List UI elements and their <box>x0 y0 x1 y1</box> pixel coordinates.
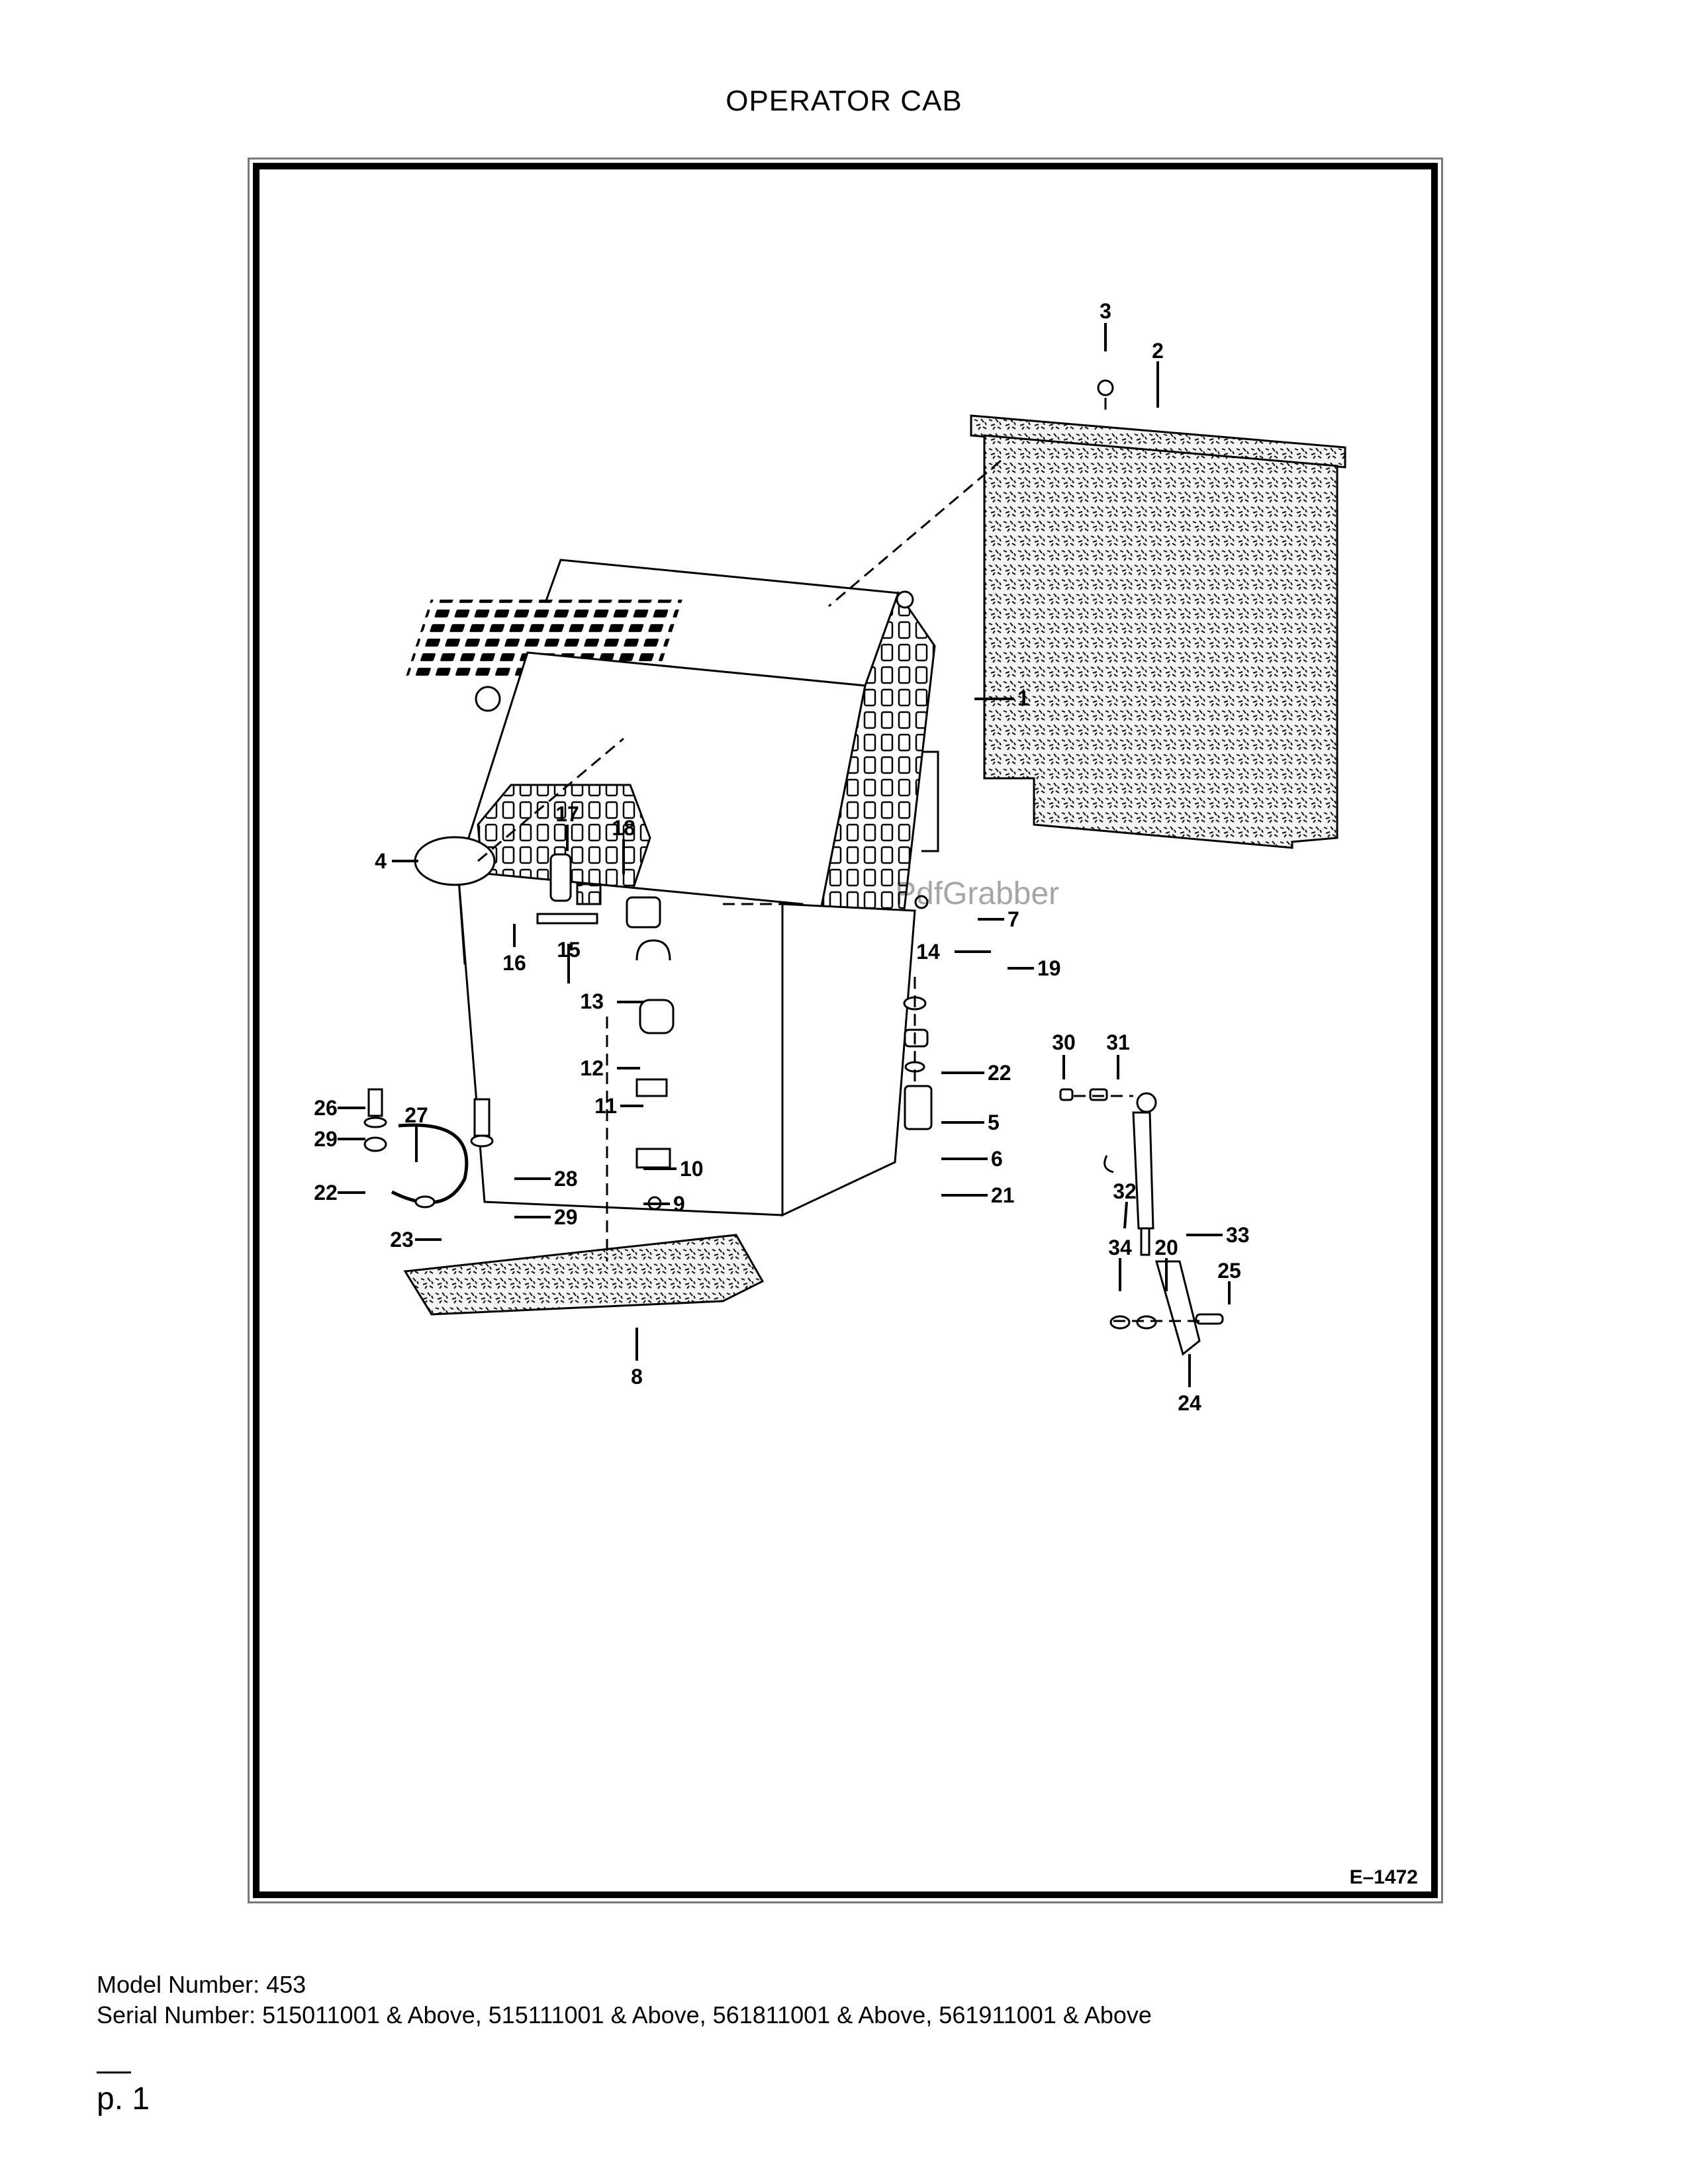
callout-7: 7 <box>1008 907 1019 931</box>
callout-28: 27 <box>404 1103 428 1127</box>
callout-8: 8 <box>631 1365 643 1388</box>
callout-26: 26 <box>314 1096 338 1120</box>
callout-18: 18 <box>612 816 635 840</box>
callout-17: 17 <box>555 802 579 826</box>
callout-23-lower: 23 <box>390 1228 414 1251</box>
callout-33: 33 <box>1226 1223 1250 1247</box>
callout-29-right: 29 <box>554 1205 578 1229</box>
page-number: p. 1 <box>97 2081 150 2116</box>
callout-6: 6 <box>991 1147 1003 1171</box>
leader-lines <box>338 323 1231 1387</box>
rear-panel <box>970 414 1346 849</box>
callout-12: 12 <box>580 1056 604 1080</box>
callout-23-upper: 22 <box>314 1181 338 1205</box>
callout-16: 16 <box>502 951 526 975</box>
callout-21: 21 <box>991 1183 1015 1207</box>
callout-24: 24 <box>1178 1391 1201 1415</box>
model-number: Model Number: 453 <box>97 1971 306 1998</box>
callout-3: 3 <box>1100 299 1111 323</box>
watermark: PdfGrabber <box>895 876 1059 911</box>
ground-cable-assembly <box>363 1088 494 1208</box>
callout-14: 14 <box>916 940 940 964</box>
exploded-parts-diagram: PdfGrabber <box>314 299 1346 1415</box>
callout-25: 25 <box>1217 1259 1241 1283</box>
callout-30: 30 <box>1052 1030 1076 1054</box>
figure-id: E–1472 <box>1349 1866 1418 1888</box>
page-title: OPERATOR CAB <box>726 85 962 117</box>
callout-22: 22 <box>988 1061 1011 1085</box>
part-4-disc <box>414 836 496 886</box>
callout-9: 9 <box>673 1192 685 1216</box>
callout-labels: 3 2 1 4 17 18 7 19 14 16 15 13 12 22 5 6… <box>314 299 1249 1415</box>
callout-13: 13 <box>580 989 604 1013</box>
serial-number: Serial Number: 515011001 & Above, 515111… <box>97 2001 1152 2028</box>
callout-32: 32 <box>1113 1179 1137 1203</box>
floor-panel <box>403 1234 765 1316</box>
callout-5: 5 <box>988 1111 1000 1134</box>
page-divider <box>97 2071 131 2073</box>
callout-2: 2 <box>1152 339 1164 363</box>
callout-29-left: 29 <box>314 1127 338 1151</box>
callout-27: 28 <box>554 1167 578 1191</box>
gas-strut-assembly <box>1059 1088 1224 1356</box>
diagram-frame-outer <box>248 158 1443 1903</box>
callout-19: 19 <box>1037 956 1061 980</box>
part-3-nut <box>1097 379 1114 396</box>
callout-10: 10 <box>680 1157 704 1181</box>
callout-15: 15 <box>557 938 581 962</box>
assembly-lines <box>477 398 1206 1322</box>
callout-20: 20 <box>1154 1236 1178 1259</box>
hardware-parts <box>536 853 933 1210</box>
callout-4: 4 <box>375 849 387 873</box>
callout-1: 1 <box>1017 686 1029 710</box>
callout-11: 11 <box>594 1094 617 1118</box>
watermark-text: PdfGrabber <box>895 876 1059 911</box>
diagram-frame <box>253 163 1438 1898</box>
callout-31: 31 <box>1106 1030 1130 1054</box>
callout-34: 34 <box>1108 1236 1132 1259</box>
